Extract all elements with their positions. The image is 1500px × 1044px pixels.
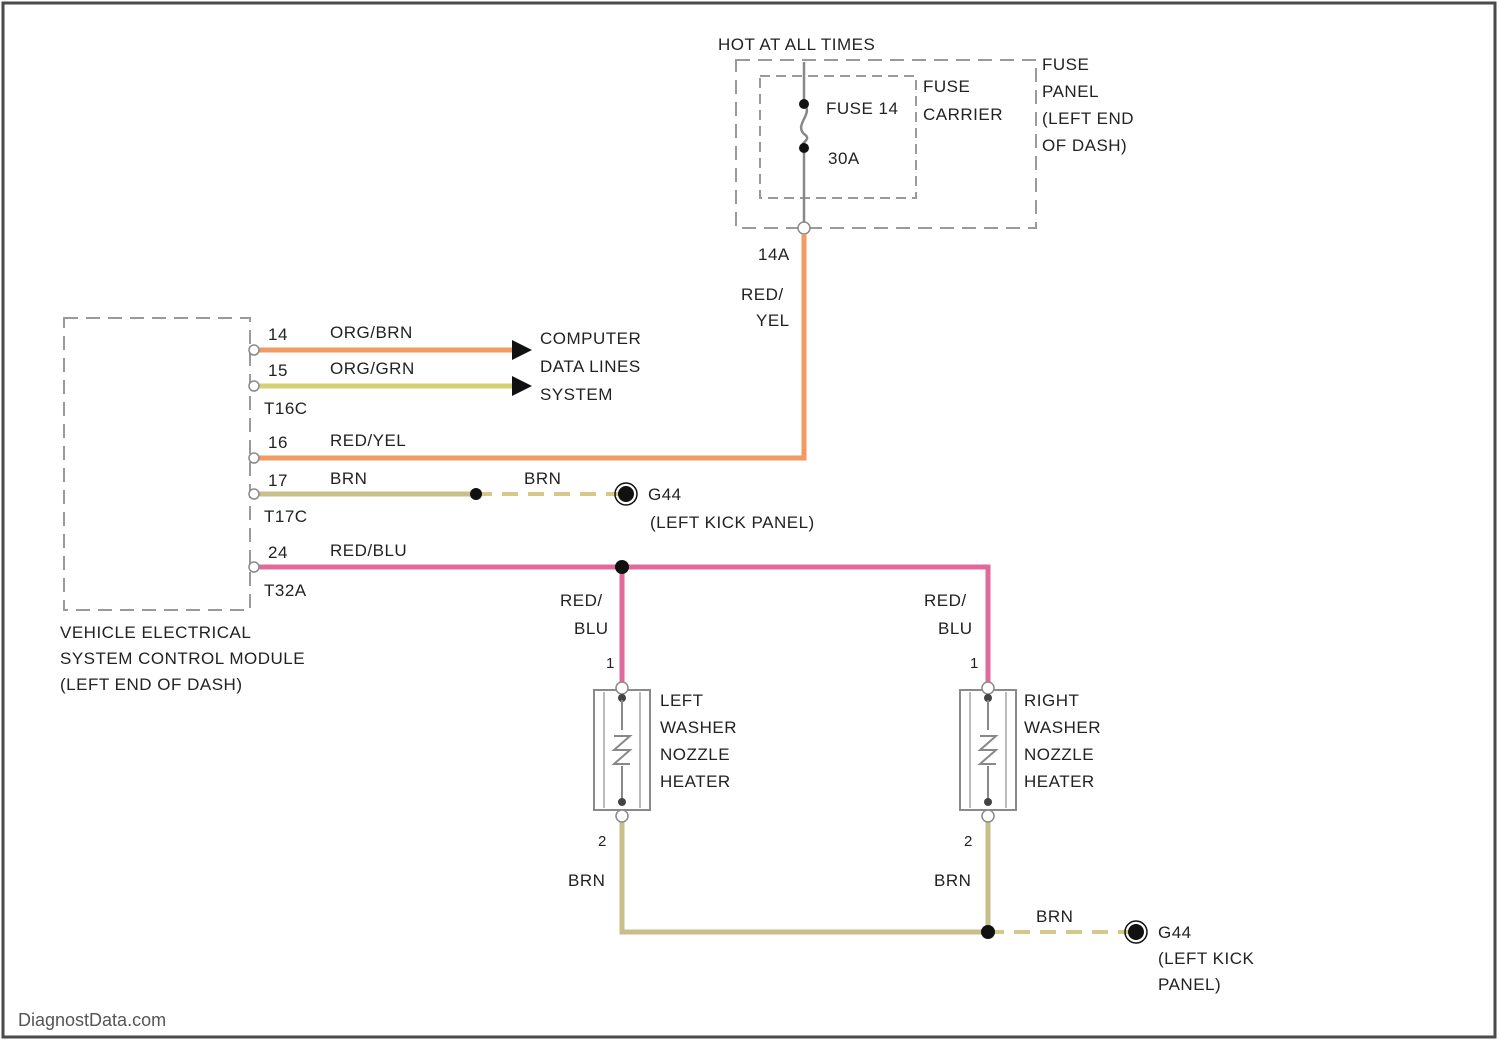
module-name-1: VEHICLE ELECTRICAL bbox=[60, 623, 251, 642]
ground1-label: G44 bbox=[648, 485, 682, 504]
fuse-name: FUSE 14 bbox=[826, 99, 898, 118]
data-lines-label-1: COMPUTER bbox=[540, 329, 641, 348]
left-wire-top-2: BLU bbox=[574, 619, 609, 638]
left-wire-bottom: BRN bbox=[568, 871, 605, 890]
right-heater-name-4: HEATER bbox=[1024, 772, 1095, 791]
left-heater-name-2: WASHER bbox=[660, 718, 737, 737]
wire-red-yel bbox=[256, 234, 804, 458]
right-heater-name-1: RIGHT bbox=[1024, 691, 1079, 710]
connector-t17c-label: T17C bbox=[264, 507, 308, 526]
right-wire-top-2: BLU bbox=[938, 619, 973, 638]
right-heater-name-2: WASHER bbox=[1024, 718, 1101, 737]
data-lines-label-3: SYSTEM bbox=[540, 385, 613, 404]
fuse-wire-color-1: RED/ bbox=[741, 285, 784, 304]
module-name-2: SYSTEM CONTROL MODULE bbox=[60, 649, 305, 668]
left-heater-name-4: HEATER bbox=[660, 772, 731, 791]
data-lines-label-2: DATA LINES bbox=[540, 357, 641, 376]
fuse-carrier-label-2: CARRIER bbox=[923, 105, 1003, 124]
splice-dot bbox=[981, 925, 995, 939]
right-heater-name-3: NOZZLE bbox=[1024, 745, 1094, 764]
right-pin-bottom: 2 bbox=[964, 833, 973, 850]
ground1-wire-label: BRN bbox=[524, 469, 561, 488]
fuse-panel-label-3: (LEFT END bbox=[1042, 109, 1134, 128]
fuse-wire-color-2: YEL bbox=[756, 311, 790, 330]
left-wire-top-1: RED/ bbox=[560, 591, 603, 610]
ground2-wire-label: BRN bbox=[1036, 907, 1073, 926]
fuse-panel-label-1: FUSE bbox=[1042, 55, 1089, 74]
pin-14-label: 14 bbox=[268, 325, 288, 344]
wire-org-brn-label: ORG/BRN bbox=[330, 323, 413, 342]
fuse-14-icon bbox=[798, 62, 810, 234]
right-pin-top: 1 bbox=[970, 655, 979, 672]
left-pin-bottom: 2 bbox=[598, 833, 607, 850]
right-wire-bottom: BRN bbox=[934, 871, 971, 890]
pin-15-label: 15 bbox=[268, 361, 288, 380]
ground-icon bbox=[615, 483, 637, 505]
module-name-3: (LEFT END OF DASH) bbox=[60, 675, 242, 694]
ground2-location-2: PANEL) bbox=[1158, 975, 1221, 994]
ground2-location-1: (LEFT KICK bbox=[1158, 949, 1254, 968]
right-wire-top-1: RED/ bbox=[924, 591, 967, 610]
fuse-panel-box bbox=[736, 60, 1036, 228]
pin-17-label: 17 bbox=[268, 471, 288, 490]
pin-24-label: 24 bbox=[268, 543, 288, 562]
wire-brn-label: BRN bbox=[330, 469, 367, 488]
left-heater-element-icon bbox=[594, 682, 650, 822]
connector-t16c-label: T16C bbox=[264, 399, 308, 418]
arrow-icon bbox=[512, 340, 532, 360]
fuse-carrier-label-1: FUSE bbox=[923, 77, 970, 96]
left-heater-name-1: LEFT bbox=[660, 691, 704, 710]
splice-dot bbox=[470, 488, 482, 500]
fuse-panel-label-4: OF DASH) bbox=[1042, 136, 1127, 155]
pin-16-label: 16 bbox=[268, 433, 288, 452]
right-heater-element-icon bbox=[960, 682, 1016, 822]
fuse-carrier-box bbox=[760, 76, 916, 198]
wire-red-yel-label: RED/YEL bbox=[330, 431, 406, 450]
connector-t32a-label: T32A bbox=[264, 581, 307, 600]
hot-at-all-times-label: HOT AT ALL TIMES bbox=[718, 35, 875, 54]
wire-org-grn-label: ORG/GRN bbox=[330, 359, 415, 378]
watermark: DiagnostData.com bbox=[18, 1010, 166, 1030]
fuse-pin-label: 14A bbox=[758, 245, 790, 264]
fuse-rating: 30A bbox=[828, 149, 860, 168]
splice-dot bbox=[615, 560, 629, 574]
ground2-label: G44 bbox=[1158, 923, 1192, 942]
left-pin-top: 1 bbox=[606, 655, 615, 672]
ground1-location: (LEFT KICK PANEL) bbox=[650, 513, 815, 532]
wire-red-blu-label: RED/BLU bbox=[330, 541, 407, 560]
left-heater-name-3: NOZZLE bbox=[660, 745, 730, 764]
arrow-icon bbox=[512, 376, 532, 396]
vesc-module-box bbox=[64, 318, 250, 610]
ground-icon bbox=[1125, 921, 1147, 943]
fuse-panel-label-2: PANEL bbox=[1042, 82, 1099, 101]
